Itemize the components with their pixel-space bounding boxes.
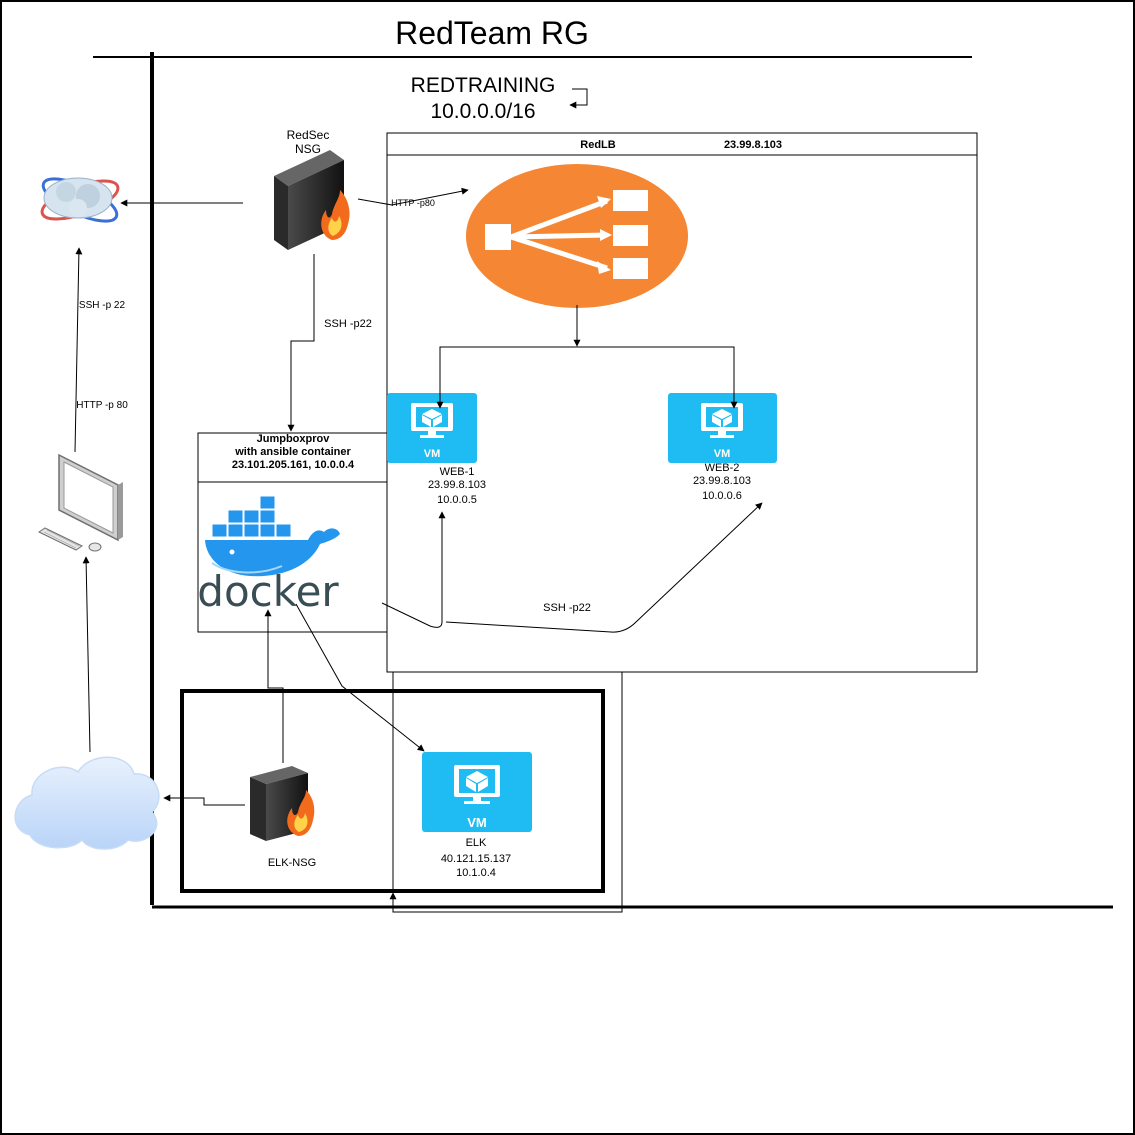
elk-name: ELK [466,837,487,849]
elk-vm-badge: VM [467,815,487,830]
load-balancer-icon [466,164,688,308]
web1-vm-badge: VM [424,448,441,460]
elk-firewall-icon [250,766,315,841]
label-ssh-p22-left: SSH -p 22 [79,300,126,311]
elk-outer-box [392,671,623,913]
elk-nsg-label: ELK-NSG [268,857,316,869]
edge-elknsg-to-cloud [163,794,245,806]
redsec-nsg-line2: NSG [295,142,321,156]
label-http-p80-left: HTTP -p 80 [76,400,128,411]
label-http-p80-lb: HTTP -p80 [391,198,435,208]
web2-public-ip: 23.99.8.103 [693,475,751,487]
docker-whale-icon [205,495,340,577]
edge-ssh-to-web2 [445,502,763,633]
edge-lb-to-web1 [436,346,577,409]
workstation-computer-icon [37,453,123,552]
edge-nsg-to-jumpbox [287,254,315,432]
edge-ssh-to-webs [381,511,446,628]
cloud-icon [14,756,160,850]
web1-name: WEB-1 [440,466,475,478]
elk-vm-icon [422,752,532,832]
internet-globe-icon [40,177,120,223]
vnet-name: REDTRAINING [411,74,556,97]
edge-docker-to-elk [295,603,425,752]
web2-private-ip: 10.0.0.6 [702,490,742,502]
elk-vnet-box [180,689,605,893]
redsec-firewall-icon [274,150,350,250]
redsec-nsg-line1: RedSec [287,128,330,142]
edge-cloud-to-workstation [82,556,91,753]
elk-public-ip: 40.121.15.137 [441,853,511,865]
web2-vm-icon [668,393,777,463]
elk-private-ip: 10.1.0.4 [456,867,496,879]
vnet-arrow [569,88,588,109]
web2-name: WEB-2 [705,462,740,474]
jumpbox-line2: with ansible container [234,446,351,458]
edge-lb-to-web2 [577,346,738,409]
web1-public-ip: 23.99.8.103 [428,479,486,491]
label-ssh-p22-web: SSH -p22 [543,602,591,614]
web2-vm-badge: VM [714,448,731,460]
jumpbox-line1: Jumpboxprov [257,433,331,445]
label-ssh-p22-nsg: SSH -p22 [324,318,372,330]
edge-nsg-to-lb [357,187,469,206]
edge-elknsg-to-docker [264,609,284,763]
jumpbox-line3: 23.101.205.161, 10.0.0.4 [232,459,355,471]
web1-private-ip: 10.0.0.5 [437,494,477,506]
diagram-title: RedTeam RG [395,15,589,51]
redlb-ip: 23.99.8.103 [724,139,782,151]
redlb-name: RedLB [580,139,616,151]
web1-vm-icon [387,393,477,463]
docker-wordmark: docker [197,567,339,616]
edge-workstation-to-internet [74,247,83,453]
vnet-cidr: 10.0.0.0/16 [430,100,535,123]
